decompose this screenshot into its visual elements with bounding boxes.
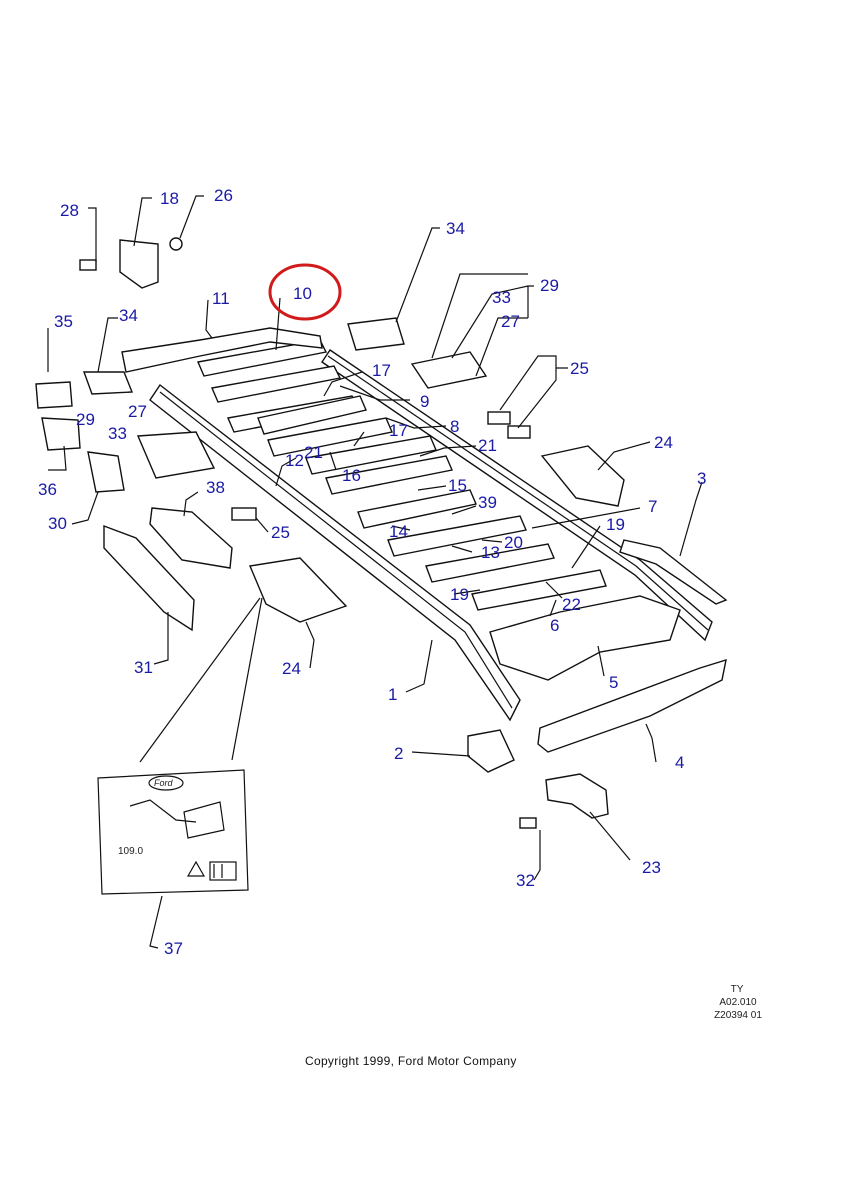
callout-33-left: 33: [108, 424, 127, 443]
label-37-value: 109.0: [118, 846, 144, 857]
callout-32: 32: [516, 871, 535, 890]
rear-cross-member: [537, 658, 727, 753]
highlight-circle: [268, 263, 342, 321]
reference-line-3: Z20394 01: [714, 1010, 762, 1021]
callout-17-top: 17: [372, 361, 391, 380]
callout-24-upper: 24: [654, 433, 673, 452]
callout-23: 23: [642, 858, 661, 877]
leader-lines: [47, 195, 703, 949]
callout-21-left: 21: [304, 443, 323, 462]
plate-25-c: [231, 507, 257, 521]
rear-axle-bracket: [489, 595, 681, 681]
part-36: [41, 417, 81, 451]
callout-34-right: 34: [446, 219, 465, 238]
callout-7: 7: [648, 497, 658, 516]
callout-15: 15: [448, 476, 467, 495]
bracket-27-33-left: [136, 431, 216, 479]
callout-16: 16: [342, 466, 361, 485]
callout-28: 28: [60, 201, 79, 220]
callout-33-right: 33: [492, 288, 511, 307]
callout-27-left: 27: [128, 402, 147, 421]
tray-38: [149, 507, 233, 569]
plate-25-a: [487, 411, 511, 425]
reference-line-1: TY: [730, 984, 744, 995]
callout-5: 5: [609, 673, 619, 692]
callout-12: 12: [285, 451, 304, 470]
label-37: [97, 769, 249, 895]
callout-22: 22: [562, 595, 581, 614]
callout-13: 13: [481, 543, 500, 562]
callout-37: 37: [164, 939, 183, 958]
callout-26: 26: [214, 186, 233, 205]
callout-20: 20: [504, 533, 523, 552]
side-rail-left: [149, 383, 521, 722]
callout-1: 1: [388, 685, 398, 704]
callout-39: 39: [478, 493, 497, 512]
callout-24-lower: 24: [282, 659, 301, 678]
callout-29-right: 29: [540, 276, 559, 295]
side-rail-right: [321, 349, 713, 642]
bracket-29-33: [410, 351, 488, 389]
callout-2: 2: [394, 744, 404, 763]
callout-36: 36: [38, 480, 57, 499]
callout-19-right: 19: [606, 515, 625, 534]
bracket-34-right: [347, 317, 405, 351]
reference-line-2: A02.010: [719, 997, 757, 1008]
callout-19-left: 19: [450, 585, 469, 604]
plate-25-b: [507, 425, 531, 439]
callout-9: 9: [420, 392, 430, 411]
callout-31: 31: [134, 658, 153, 677]
callout-21-right: 21: [478, 436, 497, 455]
callout-18: 18: [160, 189, 179, 208]
bracket-2: [467, 729, 515, 773]
callout-17-mid: 17: [389, 421, 408, 440]
callout-30: 30: [48, 514, 67, 533]
bracket-34-left: [83, 371, 134, 395]
bracket-24-upper: [540, 445, 625, 507]
callout-6: 6: [550, 616, 560, 635]
callout-3: 3: [697, 469, 707, 488]
bolt-32: [519, 817, 537, 829]
rail-31: [103, 524, 195, 632]
callout-25-top: 25: [570, 359, 589, 378]
cross-members: [197, 339, 607, 611]
bracket-18: [79, 237, 183, 289]
callout-38: 38: [206, 478, 225, 497]
callout-25-mid: 25: [271, 523, 290, 542]
copyright-text: Copyright 1999, Ford Motor Company: [305, 1054, 517, 1068]
callout-8: 8: [450, 417, 460, 436]
callout-34-left: 34: [119, 306, 138, 325]
heel-kick-panel: [121, 327, 323, 373]
callout-27-right: 27: [501, 312, 520, 331]
part-35: [35, 381, 73, 409]
tow-hook-23: [545, 773, 609, 819]
callout-14: 14: [389, 522, 408, 541]
part-30: [87, 451, 125, 493]
label-37-brand: Ford: [154, 778, 173, 788]
callout-4: 4: [675, 753, 685, 772]
callout-10: 10: [293, 284, 312, 303]
callout-35: 35: [54, 312, 73, 331]
callout-29-left: 29: [76, 410, 95, 429]
side-panel-3: [619, 539, 728, 605]
battery-tray-24-lower: [249, 557, 348, 623]
callout-11: 11: [212, 289, 230, 308]
